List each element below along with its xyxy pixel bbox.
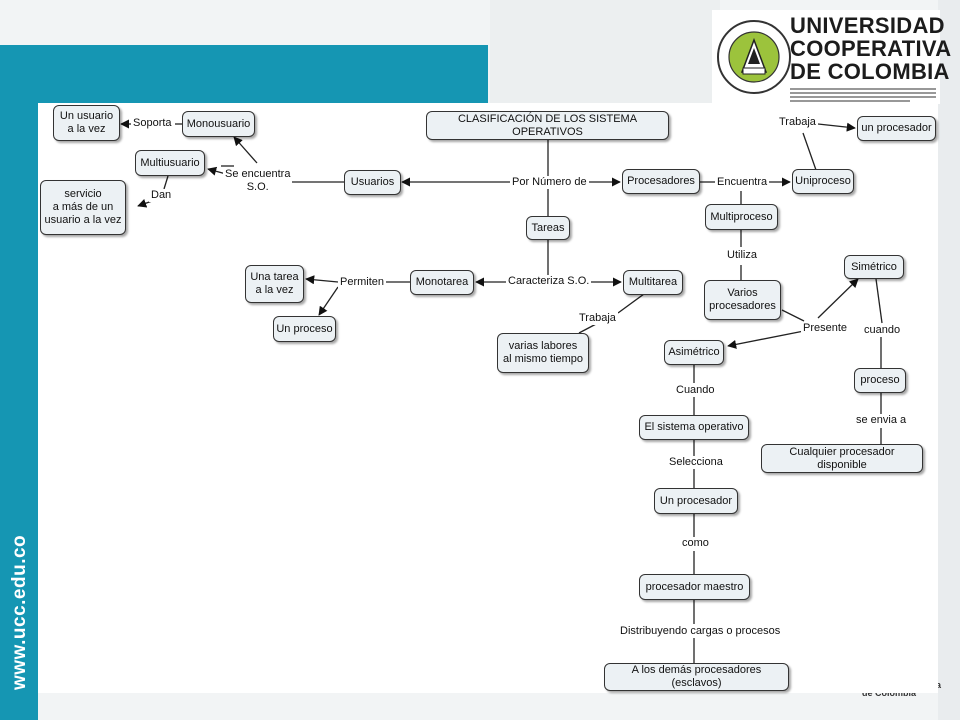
link-presente: Presente bbox=[801, 322, 850, 335]
una-tarea-node: Una tarea a la vez bbox=[245, 265, 304, 303]
procesador-maestro-node: procesador maestro bbox=[639, 574, 750, 600]
university-logo: UNIVERSIDAD COOPERATIVA DE COLOMBIA bbox=[712, 10, 951, 104]
link-trabaja-top: Trabaja bbox=[777, 116, 818, 129]
tareas-node: Tareas bbox=[526, 216, 570, 240]
link-cuando: Cuando bbox=[674, 384, 717, 397]
un-usuario-node: Un usuario a la vez bbox=[53, 105, 120, 141]
link-soporta: Soporta bbox=[131, 117, 174, 130]
link-distribuyendo: Distribuyendo cargas o procesos bbox=[618, 625, 783, 638]
servicio-node: servicio a más de un usuario a la vez bbox=[40, 180, 126, 235]
link-utiliza: Utiliza bbox=[725, 249, 759, 262]
logo-line-1: UNIVERSIDAD bbox=[790, 13, 945, 38]
footer-fragment: a bbox=[936, 680, 942, 690]
un-procesador-node: Un procesador bbox=[654, 488, 738, 514]
link-se-envia: se envia a bbox=[854, 414, 909, 427]
logo-fine-print bbox=[790, 88, 936, 102]
multitarea-node: Multitarea bbox=[623, 270, 683, 295]
footer-text: de Colombia bbox=[862, 688, 917, 698]
logo-line-3: DE COLOMBIA bbox=[790, 59, 950, 84]
multiusuario-node: Multiusuario bbox=[135, 150, 205, 176]
header-background bbox=[490, 0, 720, 103]
uniproceso-node: Uniproceso bbox=[792, 169, 854, 194]
link-encuentra: Encuentra bbox=[715, 176, 770, 189]
link-permiten: Permiten bbox=[338, 276, 387, 289]
monotarea-node: Monotarea bbox=[410, 270, 474, 295]
site-url: www.ucc.edu.co bbox=[9, 534, 30, 690]
link-caracteriza: Caracteriza S.O. bbox=[506, 275, 592, 288]
concept-map-links bbox=[120, 119, 883, 663]
multiproceso-node: Multiproceso bbox=[705, 204, 778, 230]
link-como: como bbox=[680, 537, 711, 550]
varios-procesadores-node: Varios procesadores bbox=[704, 280, 781, 320]
university-seal-icon bbox=[717, 20, 791, 94]
proceso-node: proceso bbox=[854, 368, 906, 393]
link-se-encuentra: Se encuentra S.O. bbox=[223, 168, 293, 194]
esclavos-node: A los demás procesadores (esclavos) bbox=[604, 663, 789, 691]
link-selecciona: Selecciona bbox=[667, 456, 725, 469]
teal-header-band bbox=[0, 45, 488, 103]
concept-map: CLASIFICACIÓN DE LOS SISTEMA OPERATIVOS … bbox=[38, 103, 938, 693]
link-dan: Dan bbox=[149, 189, 174, 202]
link-cuando-lower: cuando bbox=[862, 324, 903, 337]
un-procesador-top-node: un procesador bbox=[857, 116, 936, 141]
link-por-numero: Por Número de bbox=[510, 176, 589, 189]
sistema-operativo-node: El sistema operativo bbox=[639, 415, 749, 440]
varias-labores-node: varias labores al mismo tiempo bbox=[497, 333, 589, 373]
asimetrico-node: Asimétrico bbox=[664, 340, 724, 365]
logo-line-2: COOPERATIVA bbox=[790, 36, 952, 61]
map-title-node: CLASIFICACIÓN DE LOS SISTEMA OPERATIVOS bbox=[426, 111, 669, 140]
right-margin-strip bbox=[938, 0, 960, 720]
link-trabaja: Trabaja bbox=[577, 312, 618, 325]
un-proceso-node: Un proceso bbox=[273, 316, 336, 342]
simetrico-node: Simétrico bbox=[844, 255, 904, 279]
monousuario-node: Monousuario bbox=[182, 111, 255, 137]
usuarios-node: Usuarios bbox=[344, 170, 401, 195]
teal-side-band bbox=[0, 103, 38, 720]
procesadores-node: Procesadores bbox=[622, 169, 700, 194]
cualquier-procesador-node: Cualquier procesador disponible bbox=[761, 444, 923, 473]
